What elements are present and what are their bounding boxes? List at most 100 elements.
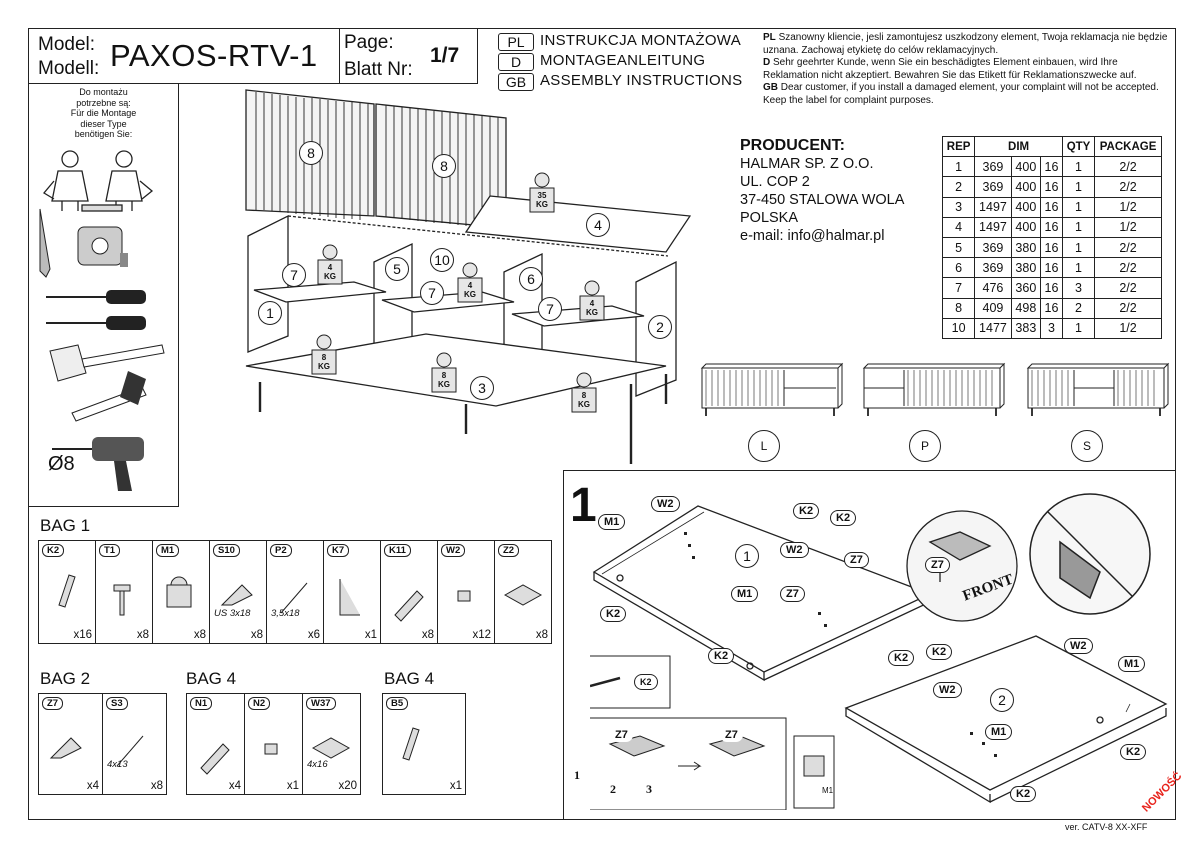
variant-l-cabinet bbox=[700, 362, 844, 416]
spec-cell: 1 bbox=[1061, 196, 1096, 218]
tag-k2: K2 bbox=[600, 606, 627, 622]
tag-z7: Z7 bbox=[780, 586, 805, 602]
bag-1-title: BAG 1 bbox=[40, 516, 91, 535]
part-code: S3 bbox=[106, 697, 128, 710]
shelf-7-left bbox=[253, 281, 387, 303]
part-code: P2 bbox=[270, 544, 292, 557]
spec-cell: 3 bbox=[941, 196, 976, 218]
spec-cell: 1 bbox=[1061, 156, 1096, 178]
mallet-icon bbox=[49, 344, 165, 382]
bag-2-title: BAG 2 bbox=[40, 669, 91, 688]
part-qty: x6 bbox=[307, 629, 320, 641]
tag-w2: W2 bbox=[1064, 638, 1093, 654]
spec-cell: 400 bbox=[1010, 156, 1041, 178]
part-n1-icon bbox=[200, 743, 230, 775]
notice-pl: Szanowny kliencie, jesli zamontujesz usz… bbox=[763, 32, 1168, 56]
tag-k2: K2 bbox=[793, 503, 820, 519]
part-code: Z7 bbox=[42, 697, 64, 710]
tools-illustration bbox=[39, 150, 165, 491]
part-k7-icon bbox=[339, 579, 360, 616]
part-s10-icon bbox=[220, 584, 253, 606]
variant-drawings bbox=[700, 362, 1170, 416]
spec-cell: 1497 bbox=[974, 196, 1012, 218]
spec-cell: 1 bbox=[1061, 176, 1096, 198]
spec-cell: 2/2 bbox=[1094, 277, 1162, 299]
spec-cell: 1/2 bbox=[1094, 317, 1162, 339]
producer-email: e-mail: info@halmar.pl bbox=[740, 228, 885, 244]
notice-gb: Dear customer, if you install a damaged … bbox=[763, 82, 1159, 106]
part-w37-icon bbox=[311, 737, 351, 759]
hammer-icon bbox=[71, 371, 147, 422]
spec-cell: 16 bbox=[1039, 176, 1063, 198]
part-qty: x4 bbox=[228, 780, 241, 792]
spec-cell: 400 bbox=[1010, 216, 1041, 238]
part-qty: x16 bbox=[73, 629, 92, 641]
part-n2-icon bbox=[264, 743, 278, 755]
spec-cell: 2/2 bbox=[1094, 257, 1162, 279]
lang-code-gb: GB bbox=[498, 73, 534, 91]
part-s3-icon bbox=[116, 735, 144, 767]
part-qty: x12 bbox=[472, 629, 491, 641]
spec-cell: 1 bbox=[1061, 216, 1096, 238]
spec-cell: 400 bbox=[1010, 196, 1041, 218]
part-qty: x8 bbox=[421, 629, 434, 641]
hinge-step-2: 2 bbox=[610, 782, 616, 796]
tag-m1: M1 bbox=[598, 514, 626, 530]
tools-line-2: potrzebne są: bbox=[76, 97, 131, 108]
spec-cell: 16 bbox=[1039, 277, 1063, 299]
tools-line-4: dieser Type bbox=[80, 118, 127, 129]
spec-header-dim: DIM bbox=[974, 135, 1063, 158]
tag-m1: M1 bbox=[985, 724, 1013, 740]
notice-code-d: D bbox=[763, 57, 771, 68]
spec-cell: 16 bbox=[1039, 297, 1063, 319]
variant-l: L bbox=[748, 430, 780, 462]
spec-cell: 2 bbox=[1061, 297, 1096, 319]
tools-line-1: Do montażu bbox=[79, 87, 128, 97]
spec-cell: 1/2 bbox=[1094, 216, 1162, 238]
inset-tag-k2: K2 bbox=[634, 674, 658, 690]
top-panel-4 bbox=[464, 195, 691, 253]
hinge-step-1: 1 bbox=[574, 768, 580, 782]
part-code: T1 bbox=[99, 544, 121, 557]
step-1-drawing bbox=[590, 493, 1168, 810]
part-qty: x8 bbox=[193, 629, 206, 641]
step-panel-1-label: 1 bbox=[735, 544, 759, 568]
tag-z7: Z7 bbox=[925, 557, 950, 573]
producer-line-4: POLSKA bbox=[740, 210, 799, 226]
part-qty: x8 bbox=[136, 629, 149, 641]
spec-cell: 10 bbox=[941, 317, 976, 339]
spec-cell: 16 bbox=[1039, 257, 1063, 279]
spec-header-package: PACKAGE bbox=[1094, 135, 1162, 158]
spec-cell: 8 bbox=[941, 297, 976, 319]
back-board-10 bbox=[287, 215, 669, 257]
exploded-label-5: 5 bbox=[385, 257, 409, 281]
producer-block: PRODUCENT: HALMAR SP. Z O.O. UL. COP 2 3… bbox=[740, 137, 904, 245]
spec-header-rep: REP bbox=[941, 135, 976, 158]
tag-w2: W2 bbox=[651, 496, 680, 512]
part-w2-icon bbox=[457, 590, 471, 602]
spec-cell: 360 bbox=[1010, 277, 1041, 299]
spec-cell: 4 bbox=[941, 216, 976, 238]
spec-cell: 16 bbox=[1039, 236, 1063, 259]
page-label: Page: bbox=[344, 32, 394, 53]
panel-2-board bbox=[844, 635, 1168, 804]
version-label: ver. CATV-8 XX-XFF bbox=[1065, 822, 1148, 832]
exploded-label-1: 1 bbox=[258, 301, 282, 325]
spec-cell: 380 bbox=[1010, 236, 1041, 259]
spec-cell: 369 bbox=[974, 236, 1012, 259]
part-qty: x1 bbox=[364, 629, 377, 641]
lang-code-d: D bbox=[498, 53, 534, 71]
